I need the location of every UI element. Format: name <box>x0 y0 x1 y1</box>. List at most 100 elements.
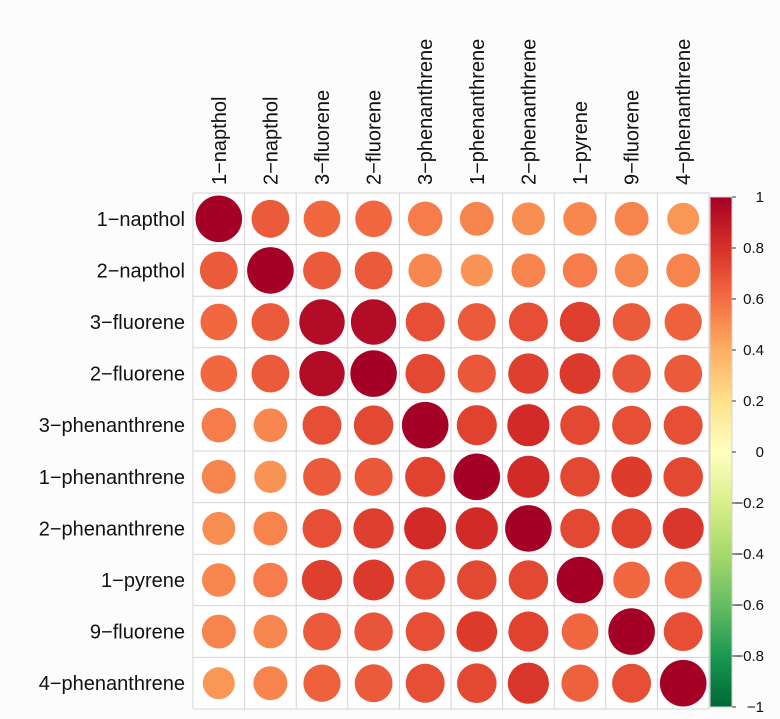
colorbar-tick-label: 0 <box>756 444 764 461</box>
correlation-circles <box>195 195 707 707</box>
column-label: 1−pyrene <box>570 101 592 185</box>
correlation-circle <box>247 247 294 294</box>
correlation-circle <box>612 663 652 703</box>
colorbar: 10.80.60.40.20−0.2−0.4−0.6−0.8−1 <box>709 189 764 716</box>
correlation-circle <box>459 201 494 236</box>
colorbar-tick-label: −0.6 <box>734 597 764 614</box>
column-label: 3−phenanthrene <box>415 39 437 185</box>
column-label: 3−fluorene <box>312 90 334 185</box>
correlation-circle <box>353 559 395 601</box>
correlation-circle <box>195 195 243 243</box>
correlation-circle <box>202 563 236 597</box>
correlation-circle <box>200 355 238 392</box>
correlation-circle <box>404 507 447 550</box>
correlation-circle <box>254 460 287 493</box>
row-label: 4−phenanthrene <box>39 673 185 695</box>
row-label: 9−fluorene <box>90 622 185 644</box>
column-label: 1−napthol <box>209 97 231 185</box>
row-labels: 1−napthol2−napthol3−fluorene2−fluorene3−… <box>39 209 185 695</box>
colorbar-tick-label: 1 <box>756 189 764 206</box>
correlation-circle <box>505 505 552 552</box>
correlation-circle <box>405 353 445 394</box>
correlation-circle <box>251 303 290 341</box>
correlation-circle <box>199 251 238 290</box>
colorbar-tick-label: −1 <box>747 699 764 716</box>
correlation-circle <box>457 354 496 393</box>
colorbar-tick-label: −0.8 <box>734 648 764 665</box>
correlation-circle <box>299 299 345 345</box>
colorbar-tick-label: −0.2 <box>734 495 764 512</box>
correlation-circle <box>612 303 651 341</box>
correlation-circle <box>201 459 236 494</box>
correlation-circle <box>507 455 550 498</box>
correlation-circle <box>608 608 655 655</box>
correlation-circle <box>508 611 549 652</box>
correlation-circle <box>664 303 702 341</box>
correlation-circle <box>353 508 394 549</box>
correlation-circle <box>455 507 498 550</box>
colorbar-tick-label: 0.4 <box>743 342 764 359</box>
correlation-circle <box>303 457 341 496</box>
correlation-circle <box>201 614 236 649</box>
correlation-circle <box>303 251 341 290</box>
correlation-circle <box>562 253 598 288</box>
correlation-circle <box>405 302 445 342</box>
correlation-circle <box>303 200 341 238</box>
correlation-circle <box>507 662 549 704</box>
correlation-circle <box>560 457 600 497</box>
row-label: 2−napthol <box>97 260 185 282</box>
correlation-circle <box>401 401 449 449</box>
correlation-circle <box>614 201 649 236</box>
correlation-circle <box>253 666 288 701</box>
correlation-circle <box>405 560 445 600</box>
correlation-circle <box>350 350 397 397</box>
correlation-circle <box>614 253 649 288</box>
correlation-circle <box>453 453 501 501</box>
correlation-circle <box>612 405 652 445</box>
correlation-circle <box>355 200 392 238</box>
column-label: 1−phenanthrene <box>467 39 489 185</box>
correlation-circle <box>457 663 497 703</box>
correlation-circle <box>666 253 701 288</box>
correlation-circle <box>663 612 703 652</box>
column-label: 2−phenanthrene <box>518 39 540 185</box>
correlation-circle <box>354 612 393 651</box>
correlation-circle <box>299 350 345 397</box>
correlation-circle <box>202 511 236 545</box>
correlation-circle <box>302 405 342 445</box>
correlation-circle <box>354 251 393 290</box>
correlation-circle <box>613 561 650 599</box>
correlation-circle <box>667 202 700 235</box>
correlation-circle <box>611 456 652 498</box>
correlation-circle <box>201 407 237 443</box>
correlation-circle <box>560 508 600 549</box>
correlation-circle <box>556 556 604 604</box>
correlation-circle <box>560 405 600 445</box>
correlation-circle <box>353 405 394 445</box>
colorbar-gradient <box>709 196 733 708</box>
correlation-circle <box>457 560 497 600</box>
colorbar-tick-label: −0.4 <box>734 546 764 563</box>
correlation-circle <box>354 457 393 496</box>
correlation-circle <box>354 664 393 703</box>
correlation-circle <box>301 559 343 601</box>
correlation-circle <box>303 612 341 651</box>
colorbar-tick-label: 0.2 <box>743 393 764 410</box>
correlation-circle <box>456 611 498 652</box>
correlation-circle <box>511 253 546 288</box>
correlation-circle <box>561 613 599 650</box>
column-label: 2−napthol <box>260 97 282 185</box>
correlation-circle <box>659 659 707 707</box>
correlation-circle <box>251 199 290 238</box>
correlation-circle <box>664 561 702 599</box>
correlation-circle <box>408 253 443 288</box>
colorbar-tick-label: 0.8 <box>743 240 764 257</box>
correlation-circle <box>200 303 238 341</box>
row-label: 1−napthol <box>97 209 185 231</box>
correlation-circle <box>663 405 703 445</box>
correlation-circle <box>662 507 704 549</box>
correlation-circle <box>251 354 290 393</box>
row-label: 3−fluorene <box>90 312 185 334</box>
row-label: 2−fluorene <box>90 364 185 386</box>
correlation-circle <box>253 614 288 649</box>
